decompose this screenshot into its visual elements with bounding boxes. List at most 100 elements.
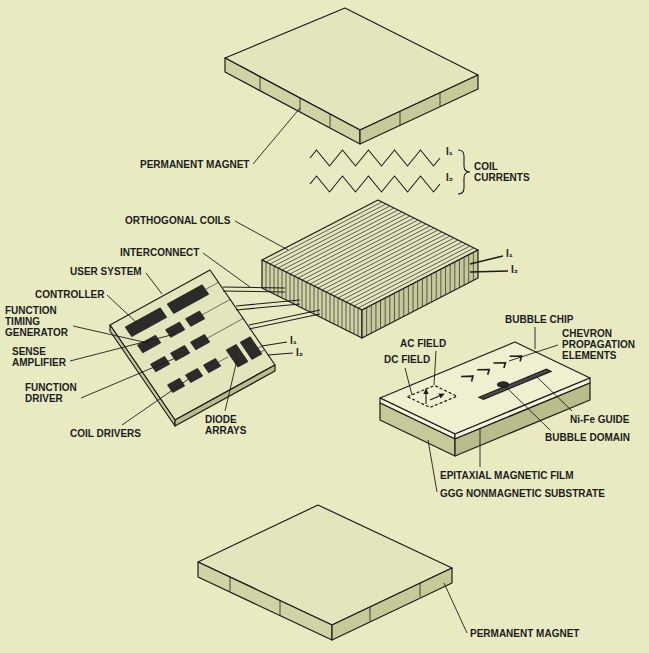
interconnect-cable — [236, 300, 300, 310]
ic-chip — [167, 285, 209, 314]
permanent-magnet — [260, 77, 440, 127]
leader-line — [253, 108, 300, 164]
chevron-element — [461, 354, 527, 382]
leader-line — [434, 351, 436, 385]
part-label: SENSE AMPLIFIER — [12, 346, 87, 368]
orthogonal-coils — [362, 250, 478, 338]
leader-line — [146, 273, 162, 294]
coil-winding — [266, 262, 358, 336]
field-arrow — [430, 394, 444, 400]
ic-chip — [168, 378, 185, 392]
part-label: PERMANENT MAGNET — [470, 628, 579, 639]
permanent-magnet — [360, 75, 478, 144]
permanent-magnet — [198, 505, 452, 625]
part-label: INTERCONNECT — [120, 247, 199, 258]
leader-line — [70, 334, 175, 361]
part-label: CONTROLLER — [35, 289, 104, 300]
leader-line — [480, 428, 481, 467]
board-trace — [178, 282, 264, 371]
leader-line — [107, 295, 137, 323]
part-label: Ni-Fe GUIDE — [570, 414, 629, 425]
leader-line — [405, 368, 412, 395]
part-label: BUBBLE DOMAIN — [545, 432, 630, 443]
bubble-domain — [495, 381, 511, 388]
current-label: I₂ — [511, 264, 518, 275]
part-label: USER SYSTEM — [70, 266, 142, 277]
part-label: GGG NONMAGNETIC SUBSTRATE — [440, 488, 605, 499]
epitaxial-film — [455, 378, 590, 439]
coil-winding — [266, 202, 474, 308]
coil-winding — [266, 202, 474, 308]
coil-lead — [470, 256, 508, 272]
user-system-board — [110, 270, 275, 426]
part-label: DC FIELD — [384, 354, 430, 365]
current-label: I₁ — [506, 248, 513, 259]
current-label: I₁ — [290, 335, 297, 346]
current-label: I₂ — [296, 347, 303, 358]
coil-current-waveform — [310, 176, 440, 192]
orthogonal-coils — [262, 260, 362, 338]
part-label: FUNCTION TIMING GENERATOR — [5, 305, 75, 338]
field-square — [407, 385, 457, 407]
board-lead — [262, 342, 293, 355]
part-label: ORTHOGONAL COILS — [125, 215, 230, 226]
part-label: AC FIELD — [400, 338, 446, 349]
coil-lead — [470, 256, 508, 272]
part-label: EPITAXIAL MAGNETIC FILM — [440, 470, 574, 481]
user-system-board — [110, 270, 275, 420]
leader-line — [506, 387, 550, 430]
interconnect-cable — [223, 287, 320, 355]
coil-winding — [266, 262, 358, 336]
permanent-magnet — [225, 58, 360, 144]
ic-chip — [125, 278, 266, 402]
coil-winding — [367, 252, 474, 335]
coil-winding — [367, 252, 474, 335]
leader-line — [428, 440, 437, 492]
part-label: DIODE ARRAYS — [205, 414, 255, 436]
ic-chip — [186, 311, 205, 326]
field-arrow — [426, 389, 444, 404]
ggg-substrate — [455, 383, 590, 456]
leader-line — [537, 377, 572, 411]
leader-line — [509, 345, 558, 361]
part-label: PERMANENT MAGNET — [140, 159, 249, 170]
brace — [458, 150, 470, 194]
nife-guide — [479, 369, 551, 399]
permanent-magnet — [225, 8, 478, 130]
leader-line — [535, 327, 536, 349]
permanent-magnet — [332, 568, 452, 640]
field-arrow — [425, 389, 426, 404]
permanent-magnet — [198, 505, 452, 640]
part-label: BUBBLE CHIP — [505, 314, 573, 325]
leader-line — [70, 108, 572, 633]
ic-chip — [191, 334, 210, 349]
leader-line — [203, 253, 250, 287]
leader-line — [73, 326, 148, 343]
current-label: I₂ — [446, 172, 453, 183]
part-label: COIL DRIVERS — [70, 428, 141, 439]
coil-current-waveform — [310, 150, 440, 166]
permanent-magnet — [198, 562, 332, 640]
ic-chip — [166, 322, 185, 337]
leader-line — [81, 357, 178, 398]
leader-line — [225, 360, 237, 411]
ic-chip — [138, 335, 161, 353]
permanent-magnet — [230, 577, 420, 621]
part-label: CHEVRON PROPAGATION ELEMENTS — [562, 328, 642, 361]
ic-chip — [204, 359, 221, 373]
leader-line — [444, 583, 467, 633]
part-label: FUNCTION DRIVER — [25, 382, 100, 404]
interconnect-cable — [249, 310, 320, 329]
current-label: I₁ — [446, 146, 453, 157]
leader-line — [122, 378, 190, 425]
ic-chip — [125, 308, 167, 337]
part-label: COIL CURRENTS — [474, 161, 536, 183]
orthogonal-coils — [262, 200, 478, 338]
interconnect-cable — [223, 287, 285, 292]
permanent-magnet — [225, 8, 478, 144]
ic-chip — [186, 368, 203, 382]
leader-line — [235, 221, 288, 250]
